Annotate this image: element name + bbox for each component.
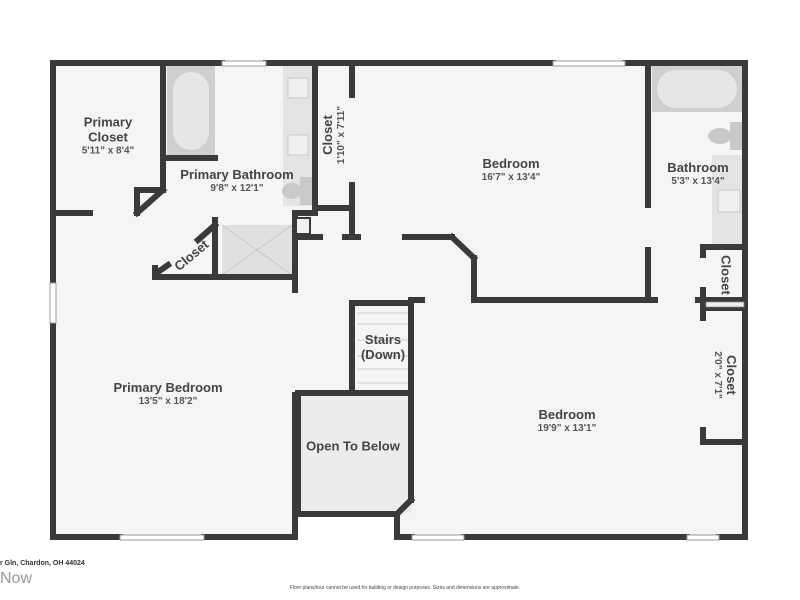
room-label-primary-closet: Primary Closet 5'11" x 8'4" <box>81 114 135 157</box>
windows <box>49 60 720 541</box>
stairs-treads <box>357 312 408 384</box>
address-text: r Gln, Chardon, OH 44024 <box>0 560 85 567</box>
hatch <box>295 217 745 308</box>
room-label-stairs: Stairs (Down) <box>360 332 406 362</box>
room-label-closet-hall: Closet 1'10" x 7'11" <box>319 105 347 165</box>
disclaimer-text: Floor plans/tour cannot be used for buil… <box>289 585 521 591</box>
room-label-closet-bath: Closet <box>718 255 734 295</box>
room-label-primary-bathroom: Primary Bathroom 9'8" x 12'1" <box>180 166 294 194</box>
open-to-below-area <box>298 395 411 513</box>
brand-text: Now <box>0 570 33 587</box>
room-label-bedroom-top: Bedroom 16'7" x 13'4" <box>481 155 541 183</box>
toilet-icon <box>282 177 314 205</box>
room-label-primary-bedroom: Primary Bedroom 13'5" x 18'2" <box>113 379 223 407</box>
bathtub-icon <box>652 66 742 112</box>
room-label-bathroom: Bathroom 5'3" x 13'4" <box>667 159 729 187</box>
room-label-bedroom-bottom: Bedroom 19'9" x 13'1" <box>537 406 597 434</box>
walls <box>50 60 748 540</box>
room-label-closet-bedroom: Closet 2'0" x 7'1" <box>712 351 740 399</box>
shower-icon <box>221 224 293 276</box>
room-label-open-to-below: Open To Below <box>306 438 400 454</box>
toilet-icon <box>708 122 742 150</box>
bathtub-icon <box>167 66 215 156</box>
vanity-icon <box>712 155 742 245</box>
